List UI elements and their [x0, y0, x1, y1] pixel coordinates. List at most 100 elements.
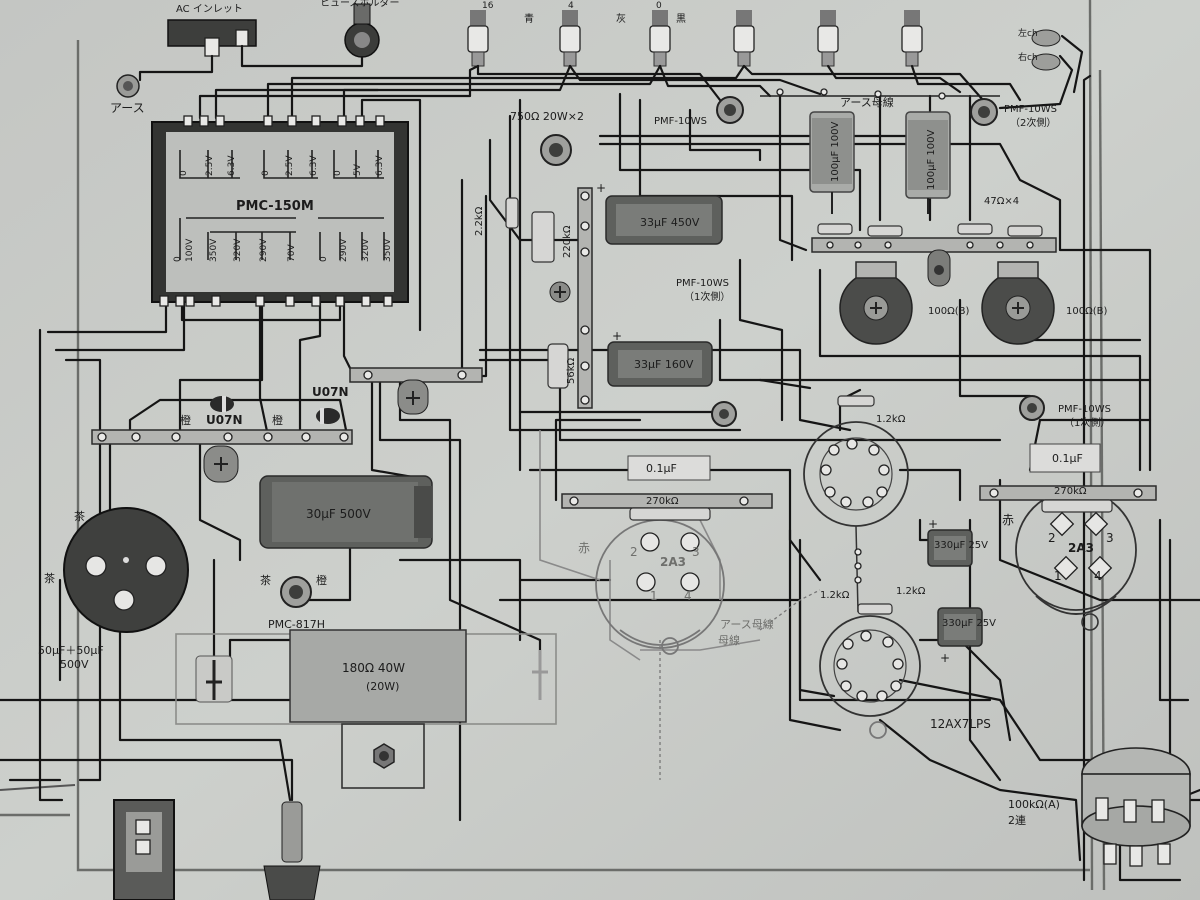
cap-100uf-b-label: 100μF 100V — [926, 130, 937, 190]
resistor-56k — [547, 343, 569, 389]
term-4-label: 4 — [568, 1, 574, 11]
pmf-left-grommet — [716, 96, 744, 124]
pmf-primary-l-label: PMF-10WS — [676, 278, 729, 289]
r-56k-label: 56kΩ — [566, 357, 577, 384]
pmf-primary-l-note: （1次側） — [684, 290, 730, 303]
cap-30-500 — [259, 475, 433, 549]
cap-330-a-label: 330μF 25V — [934, 540, 988, 551]
cap-30-500-label: 30μF 500V — [306, 507, 372, 521]
cap-01-left-label: 0.1μF — [646, 462, 677, 475]
mount-screw-1 — [549, 281, 571, 303]
r-750-label: 750Ω 20W×2 — [510, 110, 584, 123]
power-transformer — [151, 115, 409, 307]
pmf-primary-r-note: （1次側） — [1064, 416, 1110, 429]
pmf-left-label: PMF-10WS — [654, 116, 707, 127]
earth-bus-2-label: アース母線 — [720, 617, 774, 631]
choke-brown-label: 茶 — [260, 574, 271, 587]
pot-100-right-label: 100Ω(B) — [1066, 306, 1107, 317]
r-180-note: (20W) — [366, 680, 399, 693]
r-270k-right-label: 270kΩ — [1054, 486, 1087, 497]
tap-b1-290: 290V — [259, 238, 269, 262]
resistor-180-box — [175, 629, 557, 725]
power-switch — [113, 799, 175, 900]
transformer-top-taps: 0 2.5V 6.3V 0 2.5V 6.3V 0 5V 6.3V — [179, 155, 385, 176]
pmf-secondary-label: PMF-10WS — [1004, 104, 1057, 115]
pot-100-left-label: 100Ω(B) — [928, 306, 969, 317]
earth-label: アース — [110, 101, 145, 115]
pin-l4: 4 — [684, 589, 692, 603]
cap-50-50-label: 50μF＋50μF — [38, 644, 104, 657]
terminal-strip-diodes — [91, 429, 353, 483]
chassis-bolt — [341, 723, 425, 789]
pmf-primary-r-grommet — [1019, 395, 1045, 421]
rca-right-label: 右ch — [1018, 51, 1038, 63]
tap-t3-0: 0 — [333, 170, 343, 176]
earth-lug — [116, 74, 140, 98]
r-270k-left-label: 270kΩ — [646, 496, 679, 507]
cap-330-b-label: 330μF 25V — [942, 618, 996, 629]
r-2-2k-label: 2.2kΩ — [474, 206, 485, 236]
resistor-47-strip — [811, 223, 1057, 253]
choke-grommet — [280, 576, 312, 608]
transformer-bottom-taps: 0 100V 350V 320V 290V 70V 0 290V 320V 35… — [173, 238, 393, 262]
rca-jacks — [1031, 29, 1061, 71]
earth-bus-2-note: 母線 — [718, 633, 740, 647]
tap-b2-320: 320V — [361, 238, 371, 262]
pin-r3: 3 — [1106, 531, 1114, 545]
diode-u07n-2-label: U07N — [312, 385, 349, 399]
cap-33-450-label: 33μF 450V — [640, 216, 700, 229]
diode-u07n-1 — [210, 396, 234, 412]
shaft-vertical — [854, 525, 862, 613]
cap-33-160-label: 33μF 160V — [634, 358, 694, 371]
tube-2a3-right-label: 2A3 — [1068, 541, 1094, 555]
pin-r4: 4 — [1094, 569, 1102, 583]
cap-100uf-b — [905, 111, 951, 214]
volume-label: 100kΩ(A) — [1008, 798, 1060, 811]
ac-inlet — [167, 19, 257, 57]
transformer-model: PMC-150M — [236, 199, 314, 214]
terminal-strip-2a3-left — [561, 455, 773, 521]
resistor-750-grommet — [540, 134, 572, 166]
pin-r2: 2 — [1048, 531, 1056, 545]
pilot-lamp — [263, 801, 321, 900]
socket-12ax7-lower — [819, 603, 921, 739]
pmf-secondary-note: （2次側） — [1010, 116, 1056, 129]
cap-33-450 — [605, 195, 723, 245]
tap-b2-0: 0 — [319, 256, 329, 262]
cap-330-b-plus: + — [940, 651, 950, 665]
cap-33-450-plus: + — [596, 181, 606, 195]
wiring-harness — [0, 34, 1200, 882]
term-16-label: 16 — [482, 1, 494, 11]
tap-b1-350: 350V — [209, 238, 219, 262]
pmf-primary-r-label: PMF-10WS — [1058, 404, 1111, 415]
choke-orange-label: 橙 — [316, 573, 327, 587]
wiring-light — [539, 430, 821, 780]
r-180-label: 180Ω 40W — [342, 661, 405, 675]
cap-50-50-voltage: 500V — [60, 658, 89, 671]
choke-label: PMC-817H — [268, 618, 325, 631]
rca-left-label: 左ch — [1018, 27, 1038, 39]
terminal-strip-center — [349, 367, 483, 415]
pin-r1: 1 — [1054, 569, 1062, 583]
tube-2a3-left-label: 2A3 — [660, 555, 686, 569]
tap-t3-5: 5V — [353, 163, 363, 176]
brown-1-label: 茶 — [74, 510, 85, 523]
r-12k-2-label: 1.2kΩ — [820, 590, 850, 601]
term-grey-label: 灰 — [616, 12, 626, 25]
tap-t2-63: 6.3V — [309, 155, 319, 176]
terminal-strip-v1 — [577, 187, 593, 409]
tap-b2-350: 350V — [383, 238, 393, 262]
tap-t2-25: 2.5V — [285, 155, 295, 176]
fuse-holder — [344, 3, 380, 58]
brown-2-label: 茶 — [44, 572, 55, 585]
orange-2-label: 橙 — [272, 413, 283, 427]
cap-330-b — [937, 607, 983, 647]
pot-100-left — [839, 261, 913, 345]
pot-100-right — [981, 261, 1055, 345]
ac-inlet-label: AC インレット — [176, 4, 243, 15]
diode-u07n-1-label: U07N — [206, 413, 243, 427]
tube-12ax7-label: 12AX7LPS — [930, 717, 991, 731]
tap-t1-0: 0 — [179, 170, 189, 176]
tap-t2-0: 0 — [261, 170, 271, 176]
